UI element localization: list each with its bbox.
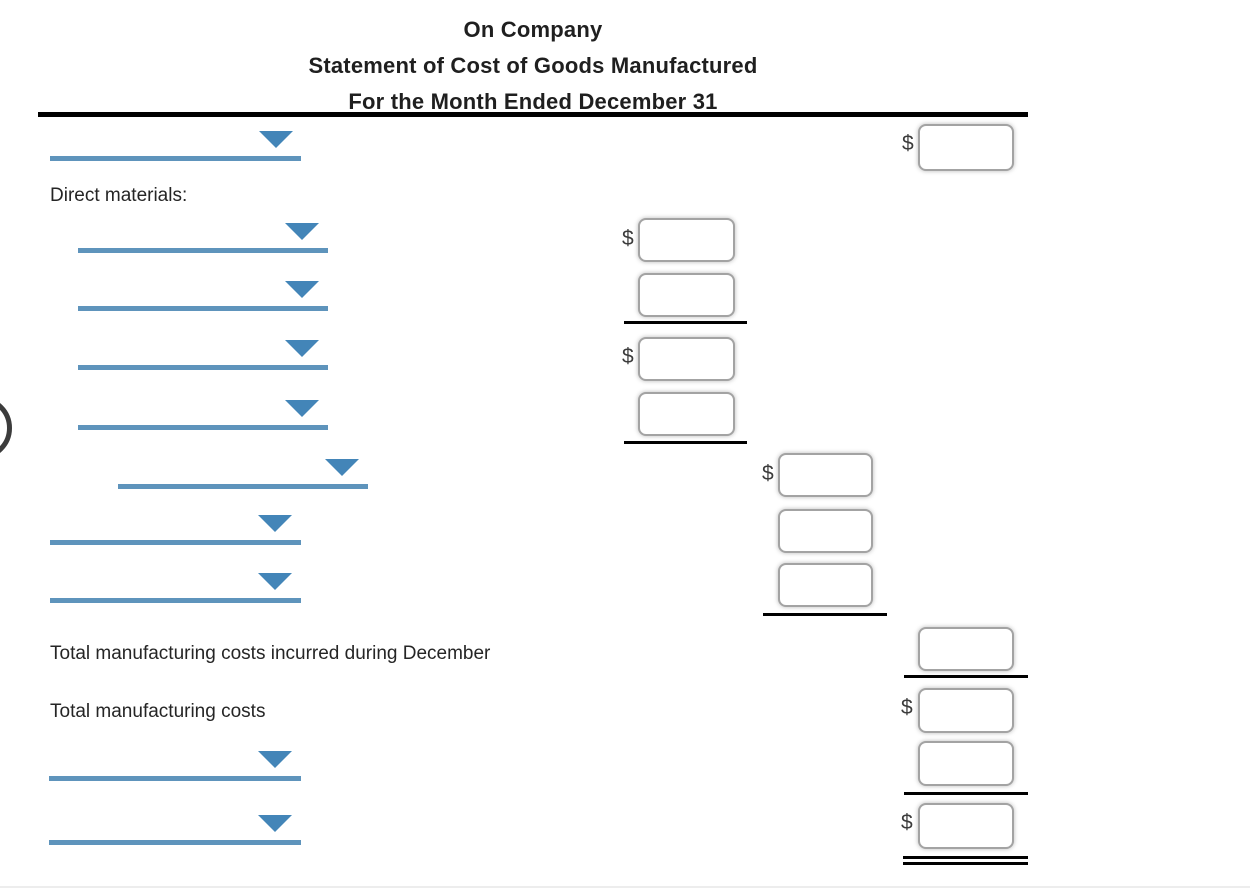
statement-header: On Company Statement of Cost of Goods Ma… — [38, 12, 1028, 120]
currency-symbol: $ — [622, 345, 634, 368]
subtotal-rule-right-1 — [904, 675, 1028, 678]
currency-symbol: $ — [902, 132, 914, 155]
amount-cost-1[interactable] — [778, 453, 873, 497]
account-select-2[interactable] — [78, 223, 328, 253]
cutoff-circle-icon — [0, 396, 12, 460]
subtotal-rule-materials-1 — [624, 321, 747, 324]
dropdown-arrow-icon — [259, 131, 293, 148]
currency-symbol: $ — [622, 227, 634, 250]
dropdown-arrow-icon — [325, 459, 359, 476]
account-select-7[interactable] — [50, 515, 301, 545]
label-total-mfg-costs: Total manufacturing costs — [50, 701, 266, 722]
company-name: On Company — [463, 17, 603, 42]
dropdown-arrow-icon — [285, 400, 319, 417]
currency-symbol: $ — [762, 462, 774, 485]
amount-row12-right[interactable] — [918, 741, 1014, 786]
dropdown-underline — [50, 598, 301, 603]
account-select-10[interactable] — [49, 815, 301, 845]
dropdown-underline — [118, 484, 368, 489]
grand-total-double-rule-top — [903, 856, 1028, 859]
label-total-mfg-incurred: Total manufacturing costs incurred durin… — [50, 643, 491, 664]
amount-cost-3[interactable] — [778, 563, 873, 607]
dropdown-underline — [49, 776, 301, 781]
dropdown-arrow-icon — [285, 223, 319, 240]
amount-final-total[interactable] — [918, 803, 1014, 849]
dropdown-underline — [78, 425, 328, 430]
grand-total-double-rule-bottom — [903, 862, 1028, 865]
currency-symbol: $ — [901, 696, 913, 719]
dropdown-underline — [49, 840, 301, 845]
amount-materials-4[interactable] — [638, 392, 735, 436]
amount-materials-1[interactable] — [638, 218, 735, 262]
subtotal-rule-col3 — [763, 613, 887, 616]
amount-cost-2[interactable] — [778, 509, 873, 553]
statement-title: Statement of Cost of Goods Manufactured — [308, 53, 758, 78]
account-select-9[interactable] — [49, 751, 301, 781]
currency-symbol: $ — [901, 811, 913, 834]
dropdown-underline — [50, 540, 301, 545]
dropdown-underline — [78, 248, 328, 253]
account-select-3[interactable] — [78, 281, 328, 311]
label-direct-materials: Direct materials: — [50, 185, 188, 206]
account-select-4[interactable] — [78, 340, 328, 370]
amount-materials-2[interactable] — [638, 273, 735, 317]
amount-row1-right[interactable] — [918, 124, 1014, 171]
amount-total-incurred[interactable] — [918, 627, 1014, 671]
dropdown-arrow-icon — [258, 815, 292, 832]
dropdown-arrow-icon — [258, 751, 292, 768]
subtotal-rule-right-2 — [904, 792, 1028, 795]
dropdown-arrow-icon — [285, 281, 319, 298]
account-select-8[interactable] — [50, 573, 301, 603]
dropdown-arrow-icon — [258, 515, 292, 532]
dropdown-arrow-icon — [285, 340, 319, 357]
dropdown-underline — [78, 306, 328, 311]
account-select-5[interactable] — [78, 400, 328, 430]
dropdown-arrow-icon — [258, 573, 292, 590]
account-select-6[interactable] — [118, 459, 368, 489]
dropdown-underline — [78, 365, 328, 370]
statement-period: For the Month Ended December 31 — [348, 89, 718, 114]
amount-total-mfg-costs[interactable] — [918, 688, 1014, 733]
account-select-1[interactable] — [50, 131, 301, 161]
amount-materials-3[interactable] — [638, 337, 735, 381]
dropdown-underline — [50, 156, 301, 161]
header-rule — [38, 112, 1028, 117]
subtotal-rule-materials-2 — [624, 441, 747, 444]
